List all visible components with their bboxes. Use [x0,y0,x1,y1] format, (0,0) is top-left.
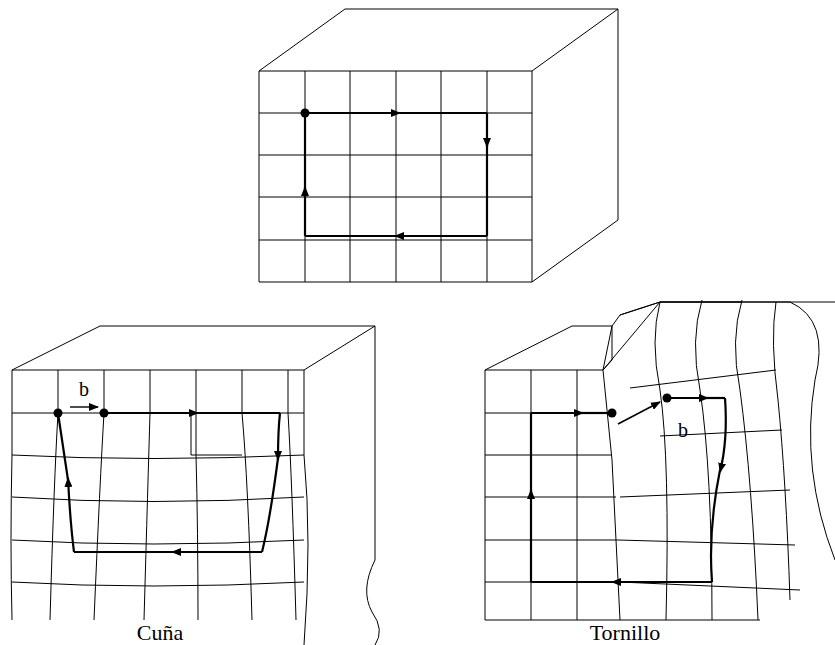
figure-caption-label: Cuña [137,622,183,644]
burgers-vector-label: b [678,420,688,440]
edge-dislocation [11,326,379,645]
screw-dislocation [485,300,835,620]
figure-caption-label: Tornillo [590,622,661,644]
burgers-vector-label: b [79,379,89,399]
perfect-crystal [259,9,618,282]
